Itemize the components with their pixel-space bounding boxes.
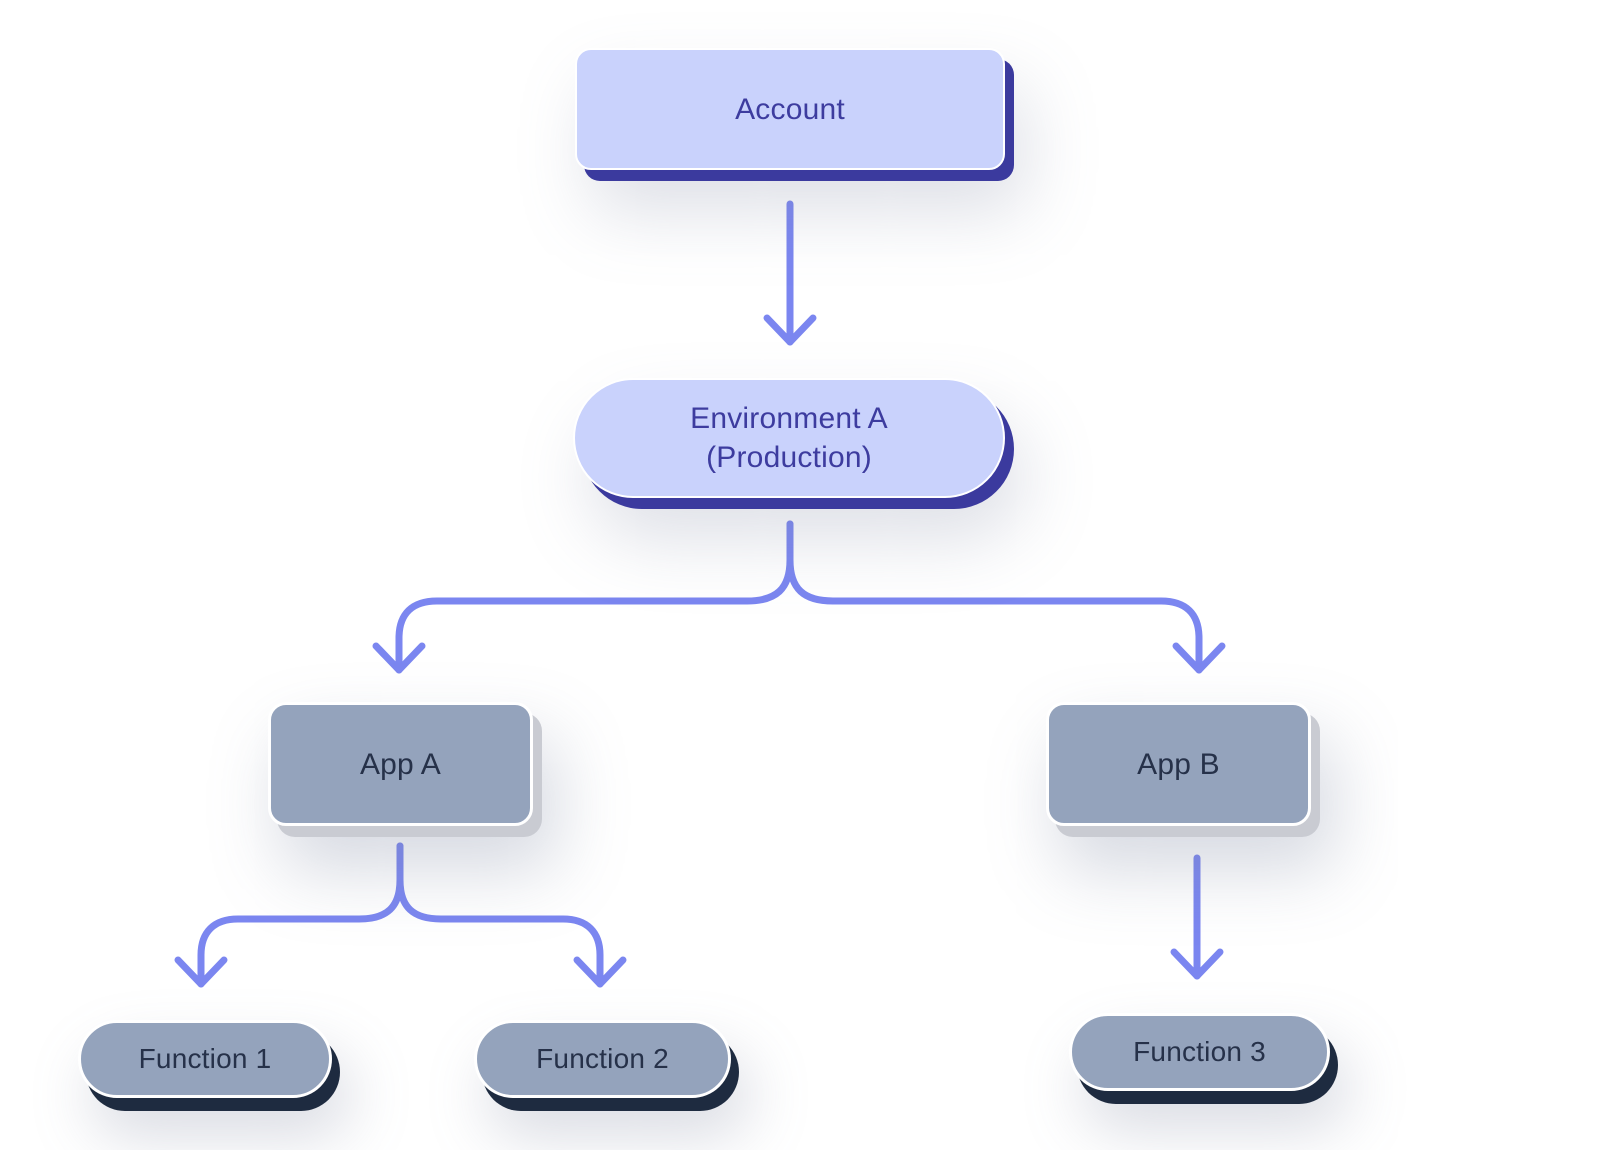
- arrow-head-icon: [1172, 642, 1226, 674]
- node-label: Account: [735, 92, 845, 126]
- node-account: Account: [575, 48, 1005, 170]
- arrow-head-icon: [1170, 948, 1224, 980]
- arrow-shaft: [786, 520, 1203, 674]
- edge-app-b-to-function-3: [1170, 854, 1224, 980]
- arrow-head-icon: [573, 956, 627, 988]
- node-label: App B: [1137, 747, 1220, 781]
- node-label: Function 2: [536, 1042, 669, 1074]
- node-label-line1: Environment A: [690, 402, 888, 435]
- edge-environment-to-app-a: [372, 520, 794, 674]
- node-function-1: Function 1: [78, 1020, 332, 1098]
- edge-app-a-to-function-2: [396, 842, 627, 988]
- arrow-head-icon: [372, 642, 426, 674]
- arrow-head-icon: [174, 956, 228, 988]
- arrow-shaft: [395, 520, 794, 674]
- node-label-line2: (Production): [706, 441, 872, 474]
- node-label: Function 3: [1133, 1035, 1266, 1067]
- edge-app-a-to-function-1: [174, 842, 404, 988]
- node-app-b: App B: [1046, 702, 1311, 826]
- node-function-3: Function 3: [1069, 1013, 1330, 1091]
- node-label: App A: [359, 747, 442, 781]
- arrow-shaft: [197, 842, 404, 988]
- arrow-head-icon: [763, 314, 817, 346]
- edge-environment-to-app-b: [786, 520, 1226, 674]
- node-function-2: Function 2: [474, 1020, 731, 1098]
- arrow-shaft: [396, 842, 604, 988]
- edge-account-to-environment: [763, 200, 817, 346]
- node-environment-a: Environment A (Production): [573, 378, 1005, 498]
- node-app-a: App A: [268, 702, 533, 826]
- node-label: Function 1: [138, 1042, 272, 1074]
